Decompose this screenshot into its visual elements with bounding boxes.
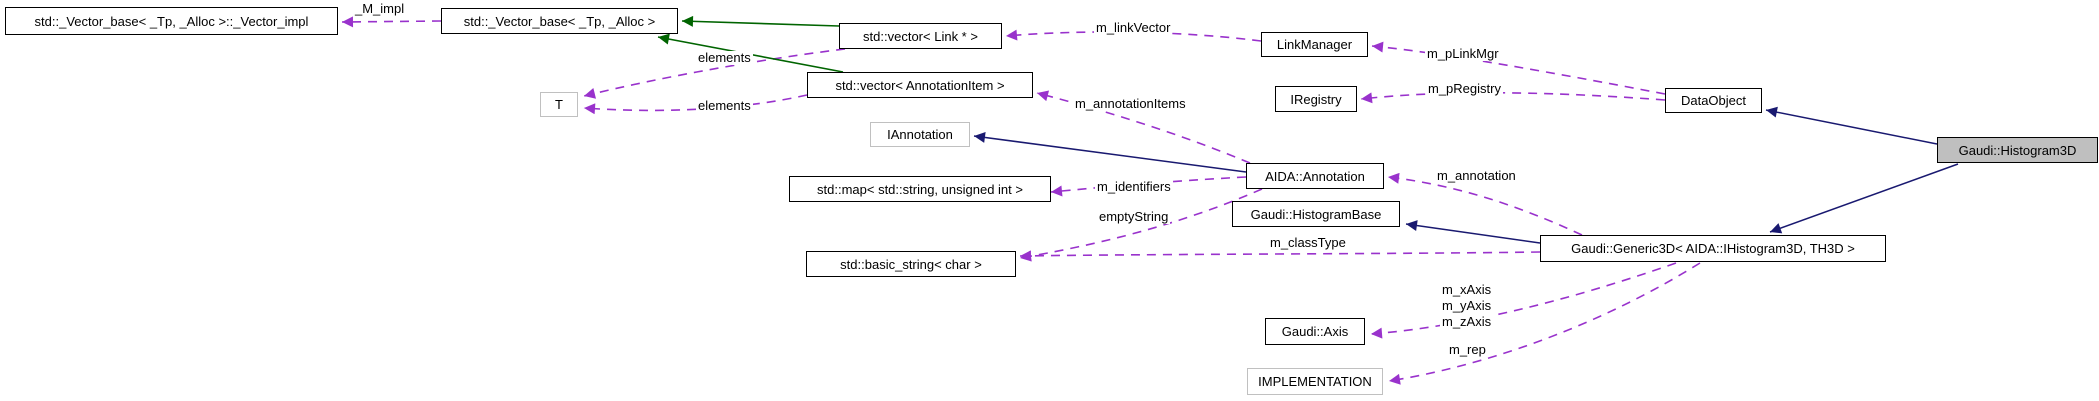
edge-m-rep [1388, 262, 1701, 385]
node-gaudi-histogram3d[interactable]: Gaudi::Histogram3D [1937, 137, 2098, 163]
node-label: IAnnotation [887, 127, 953, 142]
edge-elements-lower [583, 94, 808, 115]
node-aida-annotation[interactable]: AIDA::Annotation [1246, 163, 1384, 189]
node-label: std::map< std::string, unsigned int > [817, 181, 1023, 197]
node-vector-link[interactable]: std::vector< Link * > [839, 23, 1002, 49]
edge-label-m-classtype: m_classType [1268, 235, 1348, 250]
node-basic-string[interactable]: std::basic_string< char > [806, 251, 1016, 277]
node-label: std::basic_string< char > [840, 256, 982, 272]
node-dataobject[interactable]: DataObject [1665, 88, 1762, 113]
edge-vector-link-base [681, 15, 840, 27]
edge-label-m-yaxis: m_yAxis [1440, 298, 1494, 313]
node-vector-impl[interactable]: std::_Vector_base< _Tp, _Alloc >::_Vecto… [5, 7, 338, 35]
node-label: T [555, 97, 563, 112]
edge-label-m-pregistry: m_pRegistry [1426, 81, 1503, 96]
edge-label-elements-lower: elements [696, 98, 753, 113]
node-gaudi-generic3d[interactable]: Gaudi::Generic3D< AIDA::IHistogram3D, TH… [1540, 235, 1886, 262]
edge-label-m-rep: m_rep [1447, 342, 1488, 357]
node-label: Gaudi::Generic3D< AIDA::IHistogram3D, TH… [1571, 241, 1855, 256]
node-label: Gaudi::HistogramBase [1250, 206, 1382, 222]
edge-label-m-impl: _M_impl [353, 1, 407, 16]
node-label: IRegistry [1290, 91, 1342, 107]
node-label: std::vector< Link * > [863, 28, 978, 44]
edge-m-annotationitems [1036, 90, 1251, 164]
edge-histogram3d-dataobject [1765, 106, 1938, 145]
edge-m-plinkmgr [1371, 41, 1666, 95]
node-iannotation[interactable]: IAnnotation [870, 122, 970, 147]
node-label: std::_Vector_base< _Tp, _Alloc >::_Vecto… [34, 13, 309, 29]
node-gaudi-histogrambase[interactable]: Gaudi::HistogramBase [1232, 201, 1400, 227]
edge-m-pregistry [1360, 91, 1666, 104]
node-t[interactable]: T [540, 92, 578, 117]
node-vector-base[interactable]: std::_Vector_base< _Tp, _Alloc > [441, 8, 678, 34]
edge-label-emptystring: emptyString [1097, 209, 1171, 224]
node-label: Gaudi::Histogram3D [1958, 142, 2077, 158]
node-label: std::vector< AnnotationItem > [835, 77, 1005, 93]
edge-m-impl [341, 16, 442, 28]
edge-axes [1370, 262, 1677, 339]
node-iregistry[interactable]: IRegistry [1275, 86, 1357, 112]
edge-m-annotation [1387, 172, 1583, 236]
node-linkmanager[interactable]: LinkManager [1261, 32, 1368, 57]
edge-label-m-annotation: m_annotation [1435, 168, 1518, 183]
edge-emptystring [1019, 188, 1263, 262]
edge-generic3d-histogrambase [1405, 220, 1541, 244]
node-label: DataObject [1680, 93, 1747, 108]
node-implementation[interactable]: IMPLEMENTATION [1247, 368, 1383, 395]
edge-label-m-plinkmgr: m_pLinkMgr [1425, 46, 1501, 61]
node-label: IMPLEMENTATION [1258, 374, 1372, 389]
node-label: AIDA::Annotation [1265, 168, 1365, 184]
edge-histogram3d-generic3d [1769, 163, 1959, 234]
edge-label-m-xaxis: m_xAxis [1440, 282, 1494, 297]
node-vector-annotationitem[interactable]: std::vector< AnnotationItem > [807, 72, 1033, 98]
edge-label-m-linkvector: m_linkVector [1094, 20, 1173, 35]
node-label: LinkManager [1276, 37, 1353, 52]
node-label: Gaudi::Axis [1281, 324, 1349, 339]
edge-label-elements-upper: elements [696, 50, 753, 65]
edge-label-m-identifiers: m_identifiers [1095, 179, 1173, 194]
node-gaudi-axis[interactable]: Gaudi::Axis [1265, 318, 1365, 345]
edge-elements-upper [583, 48, 846, 99]
edge-label-m-annotationitems: m_annotationItems [1073, 96, 1188, 111]
node-label: std::_Vector_base< _Tp, _Alloc > [463, 13, 656, 29]
edge-annotation-iannotation [973, 131, 1247, 173]
edge-label-m-zaxis: m_zAxis [1440, 314, 1494, 329]
node-std-map[interactable]: std::map< std::string, unsigned int > [789, 176, 1051, 202]
edge-m-classtype [1019, 250, 1541, 262]
